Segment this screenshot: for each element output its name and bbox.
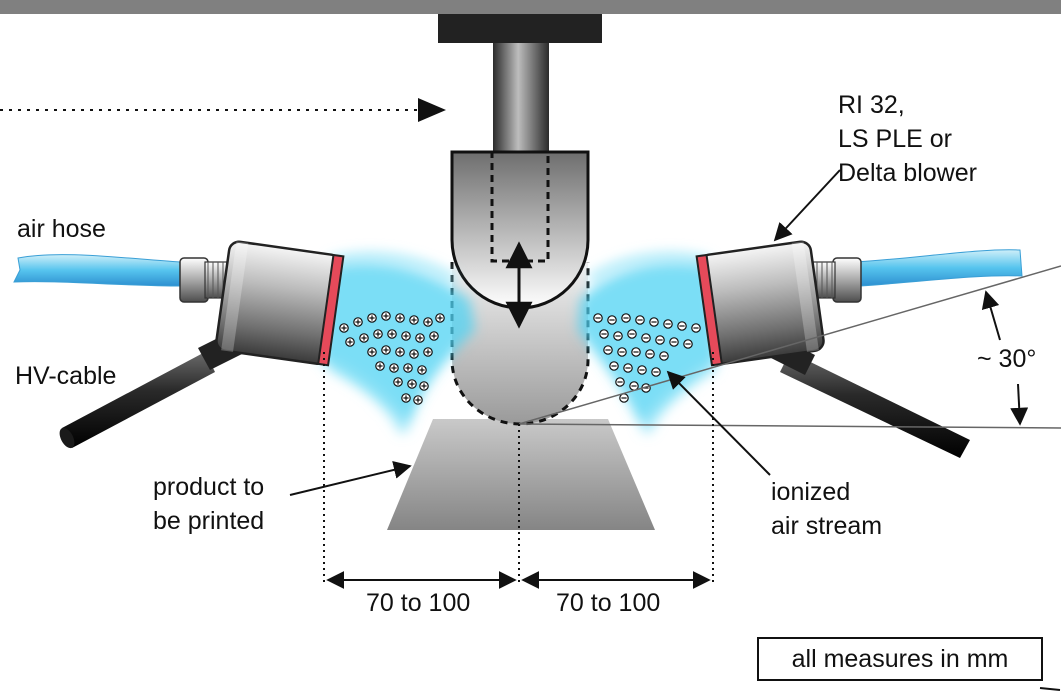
right-hose-nut <box>812 257 862 303</box>
ionized-leader-arrow <box>666 370 771 476</box>
hv-cable-label: HV-cable <box>15 362 117 390</box>
product-label-line-2: be printed <box>153 507 265 535</box>
product-leader-arrow <box>289 461 412 496</box>
angle-line-slanted <box>518 265 1061 425</box>
left-blower <box>215 240 345 367</box>
measures-note-box: all measures in mm <box>757 637 1043 681</box>
corner-arrow <box>1039 687 1061 691</box>
product-label-line-1: product to <box>153 473 265 501</box>
blower-leader-arrow <box>773 169 841 242</box>
angle-arrow-lower <box>1010 383 1029 426</box>
feed-direction-arrowhead <box>418 98 446 122</box>
product-shape <box>387 419 655 530</box>
left-air-hose <box>13 254 183 287</box>
right-air-hose <box>854 249 1023 287</box>
ionized-label-line-2: air stream <box>771 512 883 540</box>
mount-plate <box>438 14 602 43</box>
air-hose-label: air hose <box>17 215 106 243</box>
blower-label-line-2: LS PLE or <box>838 125 952 153</box>
ionized-label-line-1: ionized <box>771 478 851 506</box>
left-air-stream <box>320 252 475 435</box>
dimension-left-label: 70 to 100 <box>366 589 471 617</box>
blower-label-line-1: RI 32, <box>838 91 905 119</box>
blower-label-line-3: Delta blower <box>838 159 977 187</box>
dimension-right-label: 70 to 100 <box>556 589 661 617</box>
right-blower <box>695 240 825 367</box>
positive-ions-group <box>339 311 445 405</box>
left-hose-nut <box>179 257 228 303</box>
machine-frame-bar <box>0 0 1061 14</box>
right-air-stream <box>578 252 718 435</box>
negative-ions-group <box>593 313 701 403</box>
angle-line-horizontal <box>518 423 1061 429</box>
printing-head-stem <box>493 43 549 155</box>
angle-label: ~ 30° <box>977 345 1037 373</box>
angle-arrow-upper <box>981 290 1001 341</box>
right-blower-ring <box>695 253 723 367</box>
